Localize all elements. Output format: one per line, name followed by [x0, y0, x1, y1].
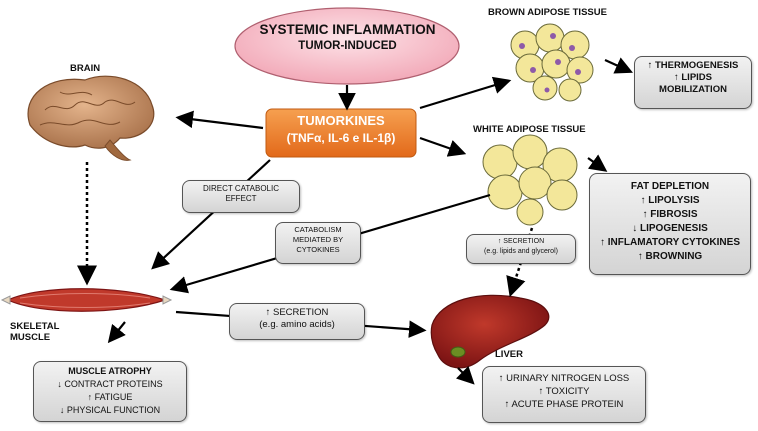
catabolism-line3: CYTOKINES [296, 245, 340, 254]
fat-depletion-box: FAT DEPLETION ↑ LIPOLYSIS ↑ FIBROSIS ↓ L… [589, 173, 751, 275]
systemic-inflammation-ellipse [234, 7, 460, 85]
secretion-amino-acids-box: ↑ SECRETION (e.g. amino acids) [229, 303, 365, 340]
skeletal-muscle-label-line1: SKELETAL [10, 321, 60, 332]
fat-depletion-item: ↓ LIPOGENESIS [632, 223, 708, 234]
catabolism-cytokines-box: CATABOLISM MEDIATED BY CYTOKINES [275, 222, 361, 264]
secretion-lipids-line1: ↑ SECRETION [497, 238, 545, 245]
mobilization-item: MOBILIZATION [659, 84, 727, 95]
brown-adipose-label: BROWN ADIPOSE TISSUE [488, 7, 607, 18]
skeletal-muscle-illustration [0, 288, 173, 312]
lipids-item: ↑ LIPIDS [673, 72, 712, 83]
fat-depletion-item: ↑ BROWNING [637, 251, 703, 262]
brown-adipose-illustration [510, 23, 594, 102]
direct-catabolic-line1: DIRECT CATABOLIC [202, 184, 279, 193]
muscle-atrophy-box: MUSCLE ATROPHY ↓ CONTRACT PROTEINS ↑ FAT… [33, 361, 187, 422]
secretion-lipids-box: ↑ SECRETION (e.g. lipids and glycerol) [466, 234, 576, 264]
liver-illustration [430, 294, 550, 369]
systemic-inflammation-label: SYSTEMIC INFLAMMATION TUMOR-INDUCED [235, 22, 460, 52]
tumorkines-cytokines: (TNFα, IL-6 e IL-1β) [286, 131, 396, 145]
toxicity-item: ↑ TOXICITY [538, 386, 590, 397]
fat-depletion-item: ↑ INFLAMATORY CYTOKINES [599, 237, 740, 248]
catabolism-line1: CATABOLISM [294, 225, 342, 234]
secretion-amino-line1: ↑ SECRETION [265, 307, 329, 318]
fat-depletion-item: ↑ LIPOLYSIS [640, 195, 700, 206]
muscle-atrophy-item: ↑ FATIGUE [87, 392, 133, 402]
liver-effects-box: ↑ URINARY NITROGEN LOSS ↑ TOXICITY ↑ ACU… [482, 366, 646, 423]
urinary-nitrogen-item: ↑ URINARY NITROGEN LOSS [498, 373, 630, 384]
secretion-lipids-line2: (e.g. lipids and glycerol) [484, 248, 558, 255]
secretion-amino-line2: (e.g. amino acids) [259, 319, 335, 330]
white-adipose-illustration [482, 134, 578, 226]
brown-adipose-effects-box: ↑ THERMOGENESIS ↑ LIPIDS MOBILIZATION [634, 56, 752, 109]
fat-depletion-title: FAT DEPLETION [630, 181, 710, 192]
skeletal-muscle-label: SKELETAL MUSCLE [10, 321, 59, 343]
brain-illustration [27, 75, 155, 161]
systemic-inflammation-title: SYSTEMIC INFLAMMATION [259, 22, 436, 37]
liver-label: LIVER [495, 349, 523, 360]
direct-catabolic-line2: EFFECT [225, 194, 257, 203]
tumor-induced-subtitle: TUMOR-INDUCED [298, 40, 397, 52]
acute-phase-item: ↑ ACUTE PHASE PROTEIN [504, 399, 624, 410]
connector-arrows [107, 57, 634, 385]
white-adipose-label: WHITE ADIPOSE TISSUE [473, 124, 586, 135]
muscle-atrophy-title: MUSCLE ATROPHY [68, 366, 152, 376]
brain-label: BRAIN [70, 63, 101, 74]
catabolism-line2: MEDIATED BY [292, 235, 344, 244]
tumorkines-title: TUMORKINES [297, 113, 385, 128]
muscle-atrophy-item: ↓ CONTRACT PROTEINS [57, 379, 163, 389]
direct-catabolic-effect-box: DIRECT CATABOLIC EFFECT [182, 180, 300, 213]
thermogenesis-item: ↑ THERMOGENESIS [647, 60, 739, 71]
fat-depletion-item: ↑ FIBROSIS [642, 209, 698, 220]
tumorkines-label: TUMORKINES (TNFα, IL-6 e IL-1β) [266, 113, 416, 145]
skeletal-muscle-label-line2: MUSCLE [10, 332, 51, 343]
muscle-atrophy-item: ↓ PHYSICAL FUNCTION [59, 405, 161, 415]
